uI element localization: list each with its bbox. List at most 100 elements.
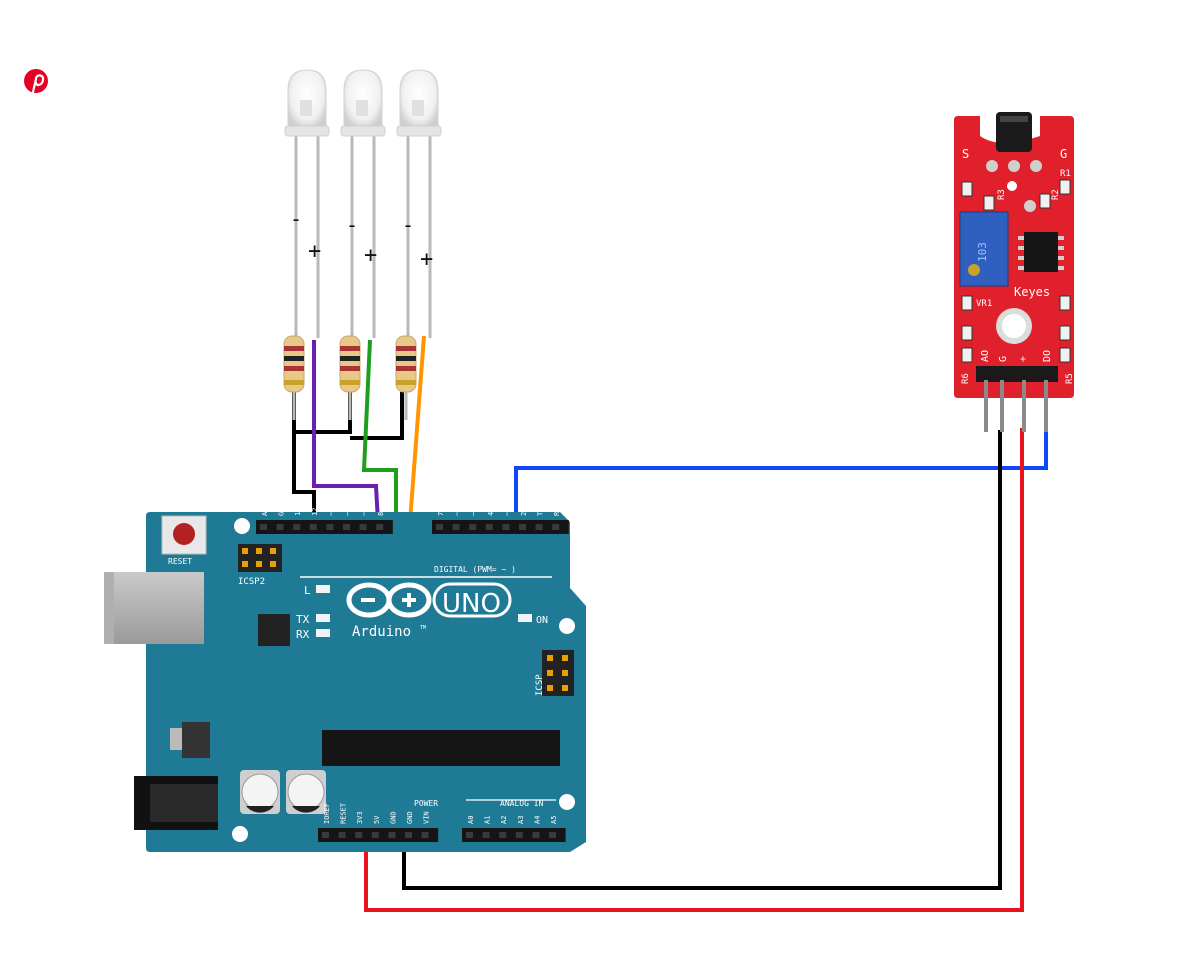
r1-label: R1 [1060,169,1071,179]
led-bulb [396,69,442,137]
analog-header: A0 A1 A2 A3 A4 A5 [462,816,566,842]
sensor-pin-label: G [998,356,1009,362]
r3-label: R3 [997,189,1007,200]
purple-wire [312,340,380,523]
wires [292,335,1048,912]
reset-label: RESET [168,557,192,566]
green-wire [361,339,398,522]
capacitor [240,770,280,814]
led-2: -+ [339,69,386,420]
arduino-logo [346,582,512,618]
mount-hole [559,794,575,810]
pin-label: RESET [340,802,348,824]
black-gnd-sensor-wire [402,430,1002,890]
usb-port [104,572,204,644]
keyes-brand-label: Keyes [1014,285,1050,299]
mount-hole [559,618,575,634]
tx-led-label: TX [296,613,310,626]
led-minus-label: - [402,213,414,237]
capacitor [286,770,326,814]
icsp2-label: ICSP2 [238,577,265,587]
sensor-element [996,112,1032,152]
led-plus-label: + [308,239,321,264]
pin-label: A4 [533,816,541,824]
r6-label: R6 [961,373,971,384]
dc-power-jack [134,776,218,830]
trademark-label: TM [420,625,426,631]
pin-label: A2 [500,816,508,824]
sensor-g-label: G [1060,147,1067,161]
blue-wire [514,430,1048,524]
l-led-label: L [304,584,311,597]
resistor [339,335,361,420]
on-led [518,614,532,622]
pinterest-icon[interactable] [24,69,48,94]
sensor-pin-label: + [1018,356,1029,362]
pin-label: ~3 [503,508,511,516]
potentiometer[interactable] [959,211,1009,287]
vr1-label: VR1 [976,299,992,309]
led-minus-label: - [346,213,358,237]
atmega-chip [322,730,560,766]
pin-label: AREF [261,499,269,516]
led-bulb [340,69,386,137]
icsp-label: ICSP [535,674,545,696]
resistor [395,335,417,420]
mount-hole [232,826,248,842]
l-led [316,585,330,593]
resistor [283,335,305,420]
r2-label: R2 [1051,189,1061,200]
r5-label: R5 [1065,373,1075,384]
pin-label: 8 [377,512,385,516]
icsp-header [542,650,574,696]
led-plus-label: + [364,243,377,268]
power-label: POWER [414,799,438,808]
pin-label: ~6 [454,508,462,516]
rx-led-label: RX [296,628,310,641]
led-group: -+-+-+ [283,69,442,420]
sensor-pin-label: AO [980,350,991,362]
led-plus-label: + [420,247,433,272]
sensor-s-label: S [962,147,969,161]
pin-label: 7 [437,512,445,516]
led-minus-label: - [290,207,302,231]
rx-led [316,629,330,637]
led-bulb [284,69,330,137]
pin-label: A3 [517,816,525,824]
smd-resistors [961,179,1071,363]
usb-chip [258,614,290,646]
pin-label: GND [389,811,397,824]
comparator-ic [1018,232,1064,272]
sensor-pin-header [976,366,1058,382]
pin-label: A0 [467,816,475,824]
pin-label: IOREF [323,803,331,824]
keyes-sensor-module: S G R3 R2 R1 R6 R5 103 [954,112,1075,432]
sensor-pins [984,380,1048,432]
pin-label: A5 [550,816,558,824]
black-gnd-led-wire [292,392,404,520]
on-led-label: ON [536,615,548,626]
pot-code-label: 103 [976,242,989,262]
pin-label: VIN [423,811,431,824]
pin-label: TX▶1 [537,499,545,516]
power-header: IOREF RESET 3V3 5V GND GND VIN [318,802,439,842]
pin-label: GND [406,811,414,824]
pin-label: ~5 [470,508,478,516]
pin-label: 3V3 [356,811,364,824]
brand-label: Arduino [352,624,411,640]
pin-label: ~10 [344,503,352,516]
pin-label: RX◀0 [553,499,561,516]
uno-label: UNO [442,589,501,619]
pin-label: 5V [373,815,381,824]
analog-label: ANALOG IN [500,799,544,808]
reset-button[interactable] [161,515,207,555]
led-1: -+ [283,69,330,420]
pin-label: ~11 [327,503,335,516]
solder-pads [986,160,1042,212]
pin-label: A1 [484,816,492,824]
tx-led [316,614,330,622]
